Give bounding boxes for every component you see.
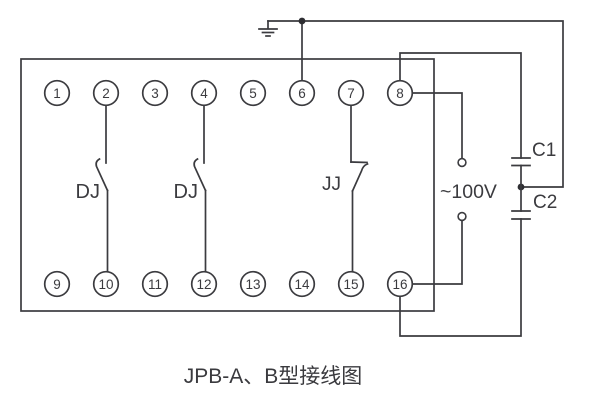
c2-to-terminal16-wire xyxy=(399,218,522,337)
diagram-caption: JPB-A、B型接线图 xyxy=(184,365,363,388)
svg-text:2: 2 xyxy=(102,86,110,101)
jj-contact xyxy=(350,104,369,273)
svg-text:6: 6 xyxy=(298,86,306,101)
svg-text:4: 4 xyxy=(200,86,208,101)
svg-text:5: 5 xyxy=(249,86,257,101)
svg-text:7: 7 xyxy=(347,86,355,101)
c1-label: C1 xyxy=(532,140,556,161)
contact-fixed-tick xyxy=(350,161,368,164)
svg-text:10: 10 xyxy=(98,277,113,292)
terminal-8: 8 xyxy=(386,79,414,107)
terminal-11: 11 xyxy=(141,270,169,298)
voltage-source-branch xyxy=(411,92,467,285)
terminal-6: 6 xyxy=(288,79,316,107)
svg-text:15: 15 xyxy=(343,277,358,292)
svg-text:1: 1 xyxy=(53,86,61,101)
dj-contact-1 xyxy=(95,104,109,273)
dj2-label: DJ xyxy=(174,181,198,203)
svg-text:14: 14 xyxy=(294,277,310,292)
svg-text:13: 13 xyxy=(245,277,260,292)
svg-text:12: 12 xyxy=(196,277,211,292)
ground-icon xyxy=(258,20,278,37)
contact-blade xyxy=(193,157,207,192)
c2-label: C2 xyxy=(533,192,557,213)
capacitor-c1 xyxy=(511,157,531,167)
terminal-16: 16 xyxy=(386,270,414,298)
terminal-row-top: 1 2 3 4 5 6 7 8 xyxy=(43,79,414,107)
terminal8-to-source-wire xyxy=(411,92,463,160)
junction-dot xyxy=(298,17,306,25)
terminal-row-bottom: 9 10 11 12 13 14 15 16 xyxy=(43,270,414,298)
capacitor-branch xyxy=(399,52,531,337)
svg-text:11: 11 xyxy=(148,277,162,292)
terminal-12: 12 xyxy=(190,270,218,298)
terminal-5: 5 xyxy=(239,79,267,107)
terminal-1: 1 xyxy=(43,79,71,107)
terminal-15: 15 xyxy=(337,270,365,298)
relay-box-outline xyxy=(20,58,435,312)
capacitor-c2 xyxy=(511,210,531,220)
contact-blade xyxy=(95,157,109,192)
terminal16-to-source-wire xyxy=(411,219,463,285)
terminal-3: 3 xyxy=(141,79,169,107)
ground-bus-wire xyxy=(267,20,564,188)
terminal-7: 7 xyxy=(337,79,365,107)
terminal-14: 14 xyxy=(288,270,316,298)
svg-text:16: 16 xyxy=(392,277,407,292)
dj-contact-2 xyxy=(193,104,207,273)
terminal-13: 13 xyxy=(239,270,267,298)
terminal-2: 2 xyxy=(92,79,120,107)
source-open-terminal-top xyxy=(457,157,467,168)
svg-text:9: 9 xyxy=(53,277,61,292)
svg-text:3: 3 xyxy=(151,86,159,101)
jj-label: JJ xyxy=(322,174,341,195)
terminal8-to-c1-wire xyxy=(399,52,522,159)
contact-blade xyxy=(351,162,369,193)
terminal-9: 9 xyxy=(43,270,71,298)
svg-text:8: 8 xyxy=(396,86,404,101)
terminal-4: 4 xyxy=(190,79,218,107)
source-open-terminal-bottom xyxy=(457,211,467,222)
dj1-label: DJ xyxy=(76,181,100,203)
voltage-label: ~100V xyxy=(440,181,497,203)
terminal-10: 10 xyxy=(92,270,120,298)
